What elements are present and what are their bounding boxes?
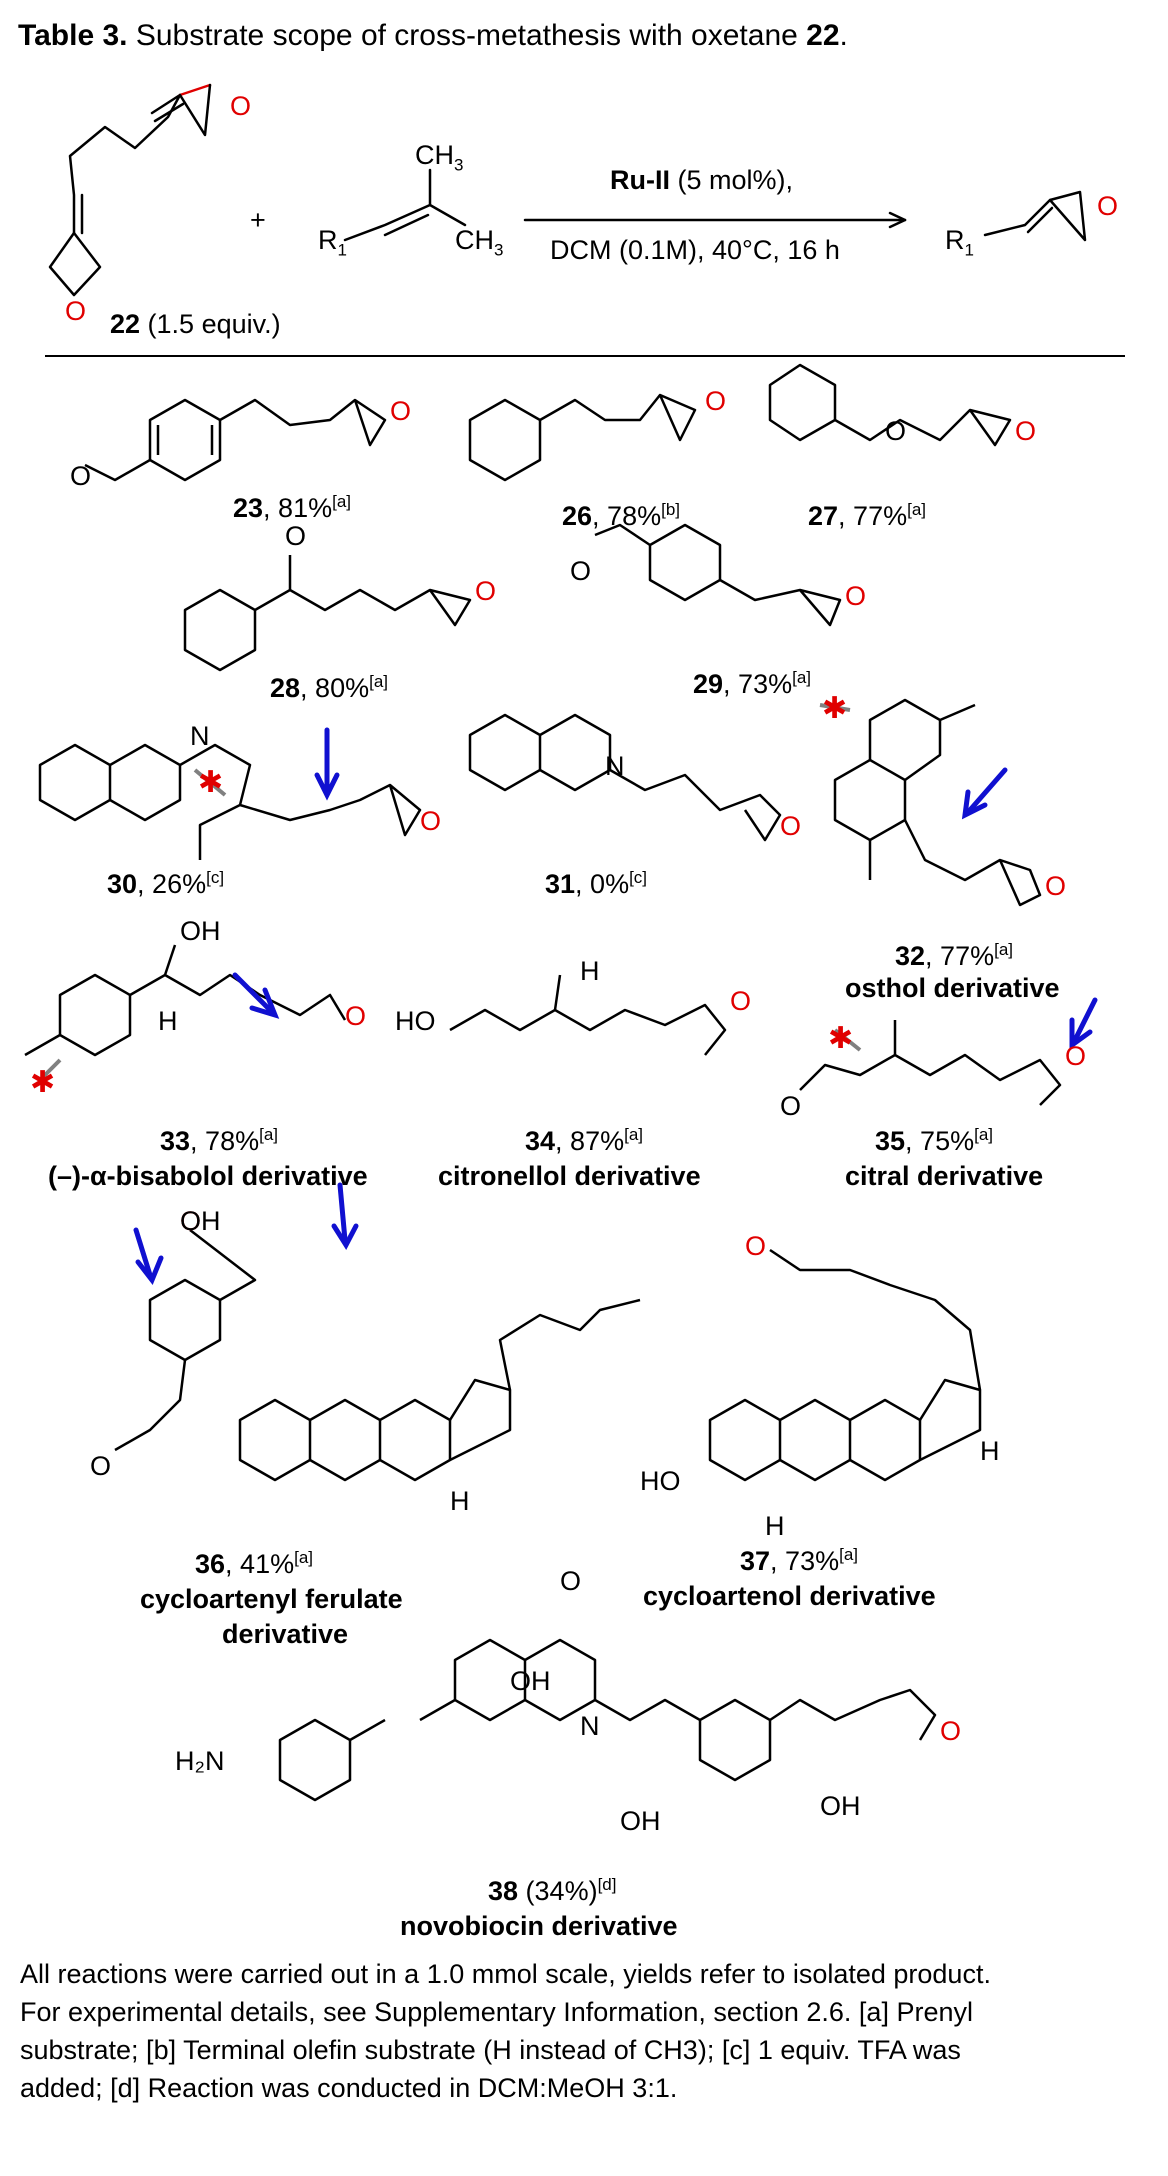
footnote-line-1: All reactions were carried out in a 1.0 … bbox=[20, 1959, 991, 1989]
compound-35-label: 35, 75%[a] bbox=[875, 1125, 993, 1156]
svg-text:✱: ✱ bbox=[828, 1022, 853, 1055]
divider bbox=[45, 355, 1125, 357]
table-title: Table 3. Substrate scope of cross-metath… bbox=[18, 19, 848, 52]
svg-text:O: O bbox=[780, 811, 801, 841]
svg-text:O: O bbox=[180, 1206, 201, 1236]
svg-text:O: O bbox=[885, 416, 906, 446]
table-footnote: All reactions were carried out in a 1.0 … bbox=[20, 1955, 1150, 2107]
svg-text:H₂N: H₂N bbox=[175, 1746, 224, 1776]
compound-37-label: 37, 73%[a] bbox=[740, 1545, 858, 1576]
compound-36-name-2: derivative bbox=[222, 1619, 349, 1649]
svg-text:O: O bbox=[1065, 1041, 1086, 1071]
oxetane-o-bottom: O bbox=[65, 296, 86, 326]
r1-label: R1 bbox=[318, 225, 347, 260]
compound-38-name: novobiocin derivative bbox=[400, 1911, 678, 1941]
footnote-line-4: added; [d] Reaction was conducted in DCM… bbox=[20, 2073, 678, 2103]
svg-text:HO: HO bbox=[395, 1006, 436, 1036]
svg-text:O: O bbox=[1097, 191, 1118, 221]
compound-27-label: 27, 77%[a] bbox=[808, 500, 926, 531]
scheme-graphic: ✱ ✱ ✱ ✱ O O O O O O O O O O O O O O O O … bbox=[24, 83, 1118, 1836]
conditions-label: DCM (0.1M), 40°C, 16 h bbox=[550, 235, 840, 265]
footnote-line-3: substrate; [b] Terminal olefin substrate… bbox=[20, 2035, 961, 2065]
svg-text:H: H bbox=[158, 1006, 178, 1036]
svg-text:O: O bbox=[90, 1451, 111, 1481]
svg-text:OH: OH bbox=[820, 1791, 861, 1821]
svg-text:H: H bbox=[450, 1486, 470, 1516]
svg-text:HO: HO bbox=[640, 1466, 681, 1496]
svg-text:O: O bbox=[845, 581, 866, 611]
svg-text:O: O bbox=[570, 556, 591, 586]
svg-text:H: H bbox=[765, 1511, 785, 1541]
compound-34-label: 34, 87%[a] bbox=[525, 1125, 643, 1156]
svg-text:O: O bbox=[390, 396, 411, 426]
svg-text:O: O bbox=[940, 1716, 961, 1746]
svg-text:O: O bbox=[475, 576, 496, 606]
compound-37-name: cycloartenol derivative bbox=[643, 1581, 936, 1611]
ch3-top: CH3 bbox=[415, 140, 464, 175]
svg-text:OH: OH bbox=[510, 1666, 551, 1696]
svg-text:O: O bbox=[285, 521, 306, 551]
svg-text:H: H bbox=[580, 956, 600, 986]
svg-text:N: N bbox=[605, 751, 625, 781]
svg-text:O: O bbox=[70, 461, 91, 491]
compound-31-label: 31, 0%[c] bbox=[545, 868, 648, 899]
table-title-label: Table 3. bbox=[18, 19, 128, 52]
table-title-compound: 22 bbox=[806, 19, 840, 52]
svg-text:OH: OH bbox=[180, 916, 221, 946]
compound-26-label: 26, 78%[b] bbox=[562, 500, 680, 531]
svg-text:OH: OH bbox=[180, 1206, 221, 1236]
product-r1-label: R1 bbox=[945, 225, 974, 260]
svg-text:O: O bbox=[730, 986, 751, 1016]
svg-text:O: O bbox=[745, 1231, 766, 1261]
svg-text:O: O bbox=[1015, 416, 1036, 446]
svg-text:✱: ✱ bbox=[198, 766, 223, 799]
table-title-text: Substrate scope of cross-metathesis with… bbox=[127, 19, 807, 52]
compound-35-name: citral derivative bbox=[845, 1161, 1044, 1191]
compound-32-name: osthol derivative bbox=[845, 973, 1060, 1003]
svg-text:N: N bbox=[580, 1711, 600, 1741]
compound-38-label: 38 (34%)[d] bbox=[488, 1875, 617, 1906]
svg-text:✱: ✱ bbox=[30, 1066, 55, 1099]
compound-28-label: 28, 80%[a] bbox=[270, 672, 388, 703]
svg-text:O: O bbox=[780, 1091, 801, 1121]
footnote-line-2: For experimental details, see Supplement… bbox=[20, 1997, 973, 2027]
compound-34-name: citronellol derivative bbox=[438, 1161, 701, 1191]
catalyst-label: Ru-II (5 mol%), bbox=[610, 165, 794, 195]
svg-text:O: O bbox=[1045, 871, 1066, 901]
svg-text:O: O bbox=[420, 806, 441, 836]
compound-23-label: 23, 81%[a] bbox=[233, 492, 351, 523]
svg-text:O: O bbox=[705, 386, 726, 416]
compound-29-label: 29, 73%[a] bbox=[693, 668, 811, 699]
oxetane-o-top: O bbox=[230, 91, 251, 121]
ch3-bottom: CH3 bbox=[455, 225, 504, 260]
svg-text:N: N bbox=[190, 721, 210, 751]
compound-36-label: 36, 41%[a] bbox=[195, 1548, 313, 1579]
plus-sign: + bbox=[250, 205, 266, 235]
svg-text:O: O bbox=[345, 1001, 366, 1031]
svg-text:O: O bbox=[560, 1566, 581, 1596]
compound-32-label: 32, 77%[a] bbox=[895, 940, 1013, 971]
compound-36-name: cycloartenyl ferulate bbox=[140, 1584, 403, 1614]
compound-33-name: (–)-α-bisabolol derivative bbox=[48, 1161, 368, 1191]
svg-text:✱: ✱ bbox=[822, 692, 847, 725]
compound-33-label: 33, 78%[a] bbox=[160, 1125, 278, 1156]
reagent-22-label: 22 (1.5 equiv.) bbox=[110, 309, 281, 339]
svg-text:H: H bbox=[980, 1436, 1000, 1466]
compound-30-label: 30, 26%[c] bbox=[107, 868, 225, 899]
svg-text:OH: OH bbox=[620, 1806, 661, 1836]
